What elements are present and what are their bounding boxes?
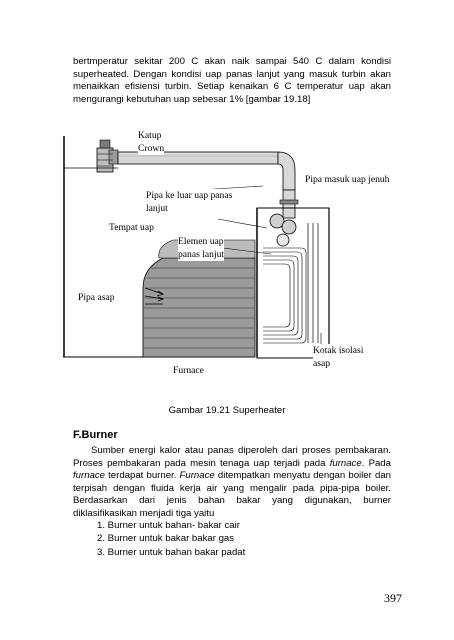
section-heading: F.Burner: [73, 429, 118, 441]
label-furnace: Furnace: [173, 364, 204, 377]
label-pipa-masuk: Pipa masuk uap jenuh: [305, 173, 390, 186]
superheater-figure: Katup Crown Pipa masuk uap jenuh Pipa ke…: [63, 128, 410, 390]
label-kotak-isolasi: Kotak isolasi asap: [313, 344, 364, 370]
label-pipa-asap: Pipa asap: [78, 291, 115, 304]
list-item: 1. Burner untuk bahan- bakar cair: [97, 520, 240, 531]
intro-paragraph: bertmperatur sekitar 200 C akan naik sam…: [73, 56, 391, 105]
list-item: 2. Burner untuk bakar bakar gas: [97, 533, 235, 545]
page-number: 397: [384, 591, 402, 605]
valve-crown: [96, 139, 119, 173]
label-katup-crown: Katup Crown: [138, 129, 165, 155]
superheater-drawing: [63, 136, 330, 359]
list-item: 3. Burner untuk bahan bakar padat: [97, 546, 246, 558]
label-elemen: Elemen uap panas lanjut: [178, 235, 225, 261]
figure-caption: Gambar 19.21 Superheater: [168, 405, 286, 416]
superheater-elements: [263, 247, 307, 344]
smoke-pipe-arrows: [144, 287, 165, 305]
burner-paragraph: Sumber energi kalor atau panas diperoleh…: [73, 445, 391, 519]
label-pipa-keluar: Pipa ke luar uap panas lanjut: [146, 189, 233, 215]
burner-list: 1. Burner untuk bahan- bakar cair 2. Bur…: [97, 519, 245, 559]
label-tempat-uap: Tempat uap: [109, 221, 154, 234]
